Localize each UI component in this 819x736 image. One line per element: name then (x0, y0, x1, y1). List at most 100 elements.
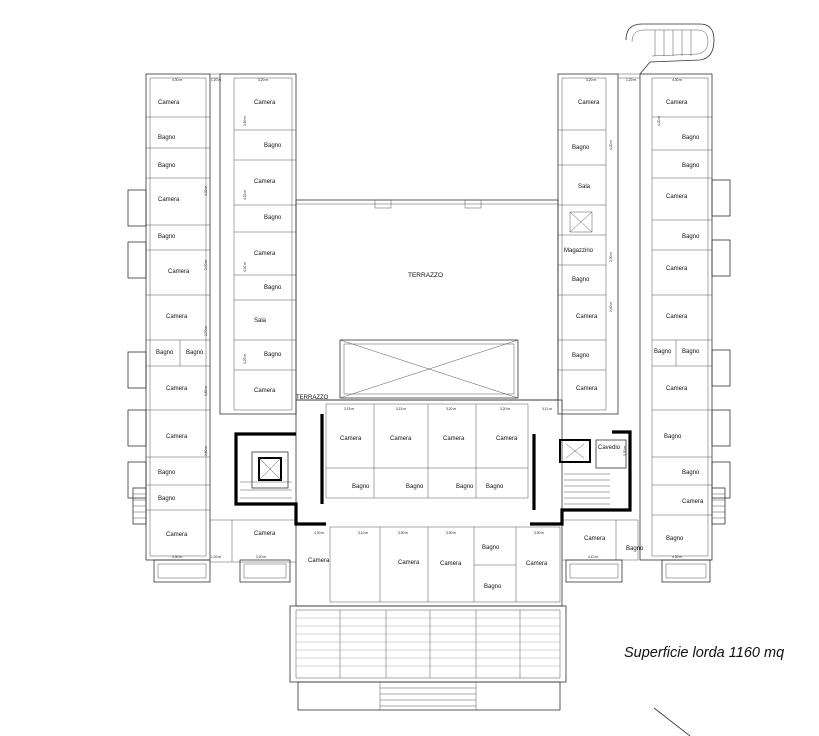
dim-label: 3,20 m (586, 78, 596, 82)
dim-label: 3,15 m (396, 407, 406, 411)
room-label: Bagno (626, 546, 644, 552)
room-label: Camera (666, 266, 688, 272)
room-label: Camera (166, 434, 188, 440)
dim-label-vertical: 4,20 m (609, 140, 613, 150)
room-label: Bagno (406, 484, 424, 490)
dim-label: 4,30 m (172, 78, 182, 82)
dim-label-vertical: 4,20 m (657, 116, 661, 126)
room-label: Bagno (158, 470, 176, 476)
dim-label: 3,11 m (542, 407, 552, 411)
dim-label-vertical: 3,60 m (204, 446, 208, 456)
room-label: Camera (168, 269, 190, 275)
room-label: Bagno (186, 350, 204, 356)
room-labels: TERRAZZO TERRAZZO Camera Bagno Bagno Cam… (156, 100, 704, 590)
dim-label-vertical: 4,20 m (243, 354, 247, 364)
room-label: Cavedio (598, 445, 621, 451)
room-label: Bagno (264, 215, 282, 221)
room-label: Camera (443, 436, 465, 442)
dim-label-vertical: 3,40 m (609, 302, 613, 312)
room-label: Bagno (482, 545, 500, 551)
room-label: Sala (578, 184, 591, 190)
left-inner-wing (210, 73, 297, 415)
room-label: Bagno (682, 349, 700, 355)
room-label: Bagno (486, 484, 504, 490)
dim-label-vertical: 4,30 m (243, 262, 247, 272)
room-label: Camera (254, 251, 276, 257)
dim-label-vertical: 3,60 m (204, 386, 208, 396)
room-label: Bagno (572, 353, 590, 359)
room-label: Bagno (484, 584, 502, 590)
room-label: Bagno (264, 143, 282, 149)
dim-label: 1,20 m (211, 555, 221, 559)
dim-label-vertical: 3,60 m (243, 116, 247, 126)
room-label: Bagno (158, 234, 176, 240)
dim-label: 3,90 m (534, 531, 544, 535)
dim-label: 4,30 m (672, 78, 682, 82)
dim-label: 4,10 m (588, 555, 598, 559)
room-label: Camera (666, 100, 688, 106)
dim-label: 3,90 m (398, 531, 408, 535)
dim-label-vertical: 3,70 m (204, 260, 208, 270)
room-label: Camera (666, 314, 688, 320)
room-label: Camera (166, 314, 188, 320)
right-outer-wing (625, 23, 731, 583)
dim-label: 1,20 m (626, 78, 636, 82)
dimension-labels: 4,30 m 1,20 m 3,20 m 3,20 m 1,20 m 4,30 … (172, 78, 682, 559)
room-label: Camera (254, 531, 276, 537)
room-label: Bagno (158, 163, 176, 169)
right-stairwell (530, 430, 632, 526)
left-stairwell (234, 414, 326, 526)
room-label: Bagno (666, 536, 684, 542)
left-outer-wing (127, 73, 211, 583)
room-label: Camera (340, 436, 362, 442)
dim-label: 4,30 m (672, 555, 682, 559)
room-label: Sala (254, 318, 267, 324)
room-label: Bagno (352, 484, 370, 490)
room-label: Camera (398, 560, 420, 566)
room-label: Camera (158, 100, 180, 106)
dim-label: 3,10 m (358, 531, 368, 535)
bottom-portico (289, 605, 567, 711)
dim-label: 3,20 m (446, 407, 456, 411)
room-label: Camera (578, 100, 600, 106)
dim-label: 1,20 m (211, 78, 221, 82)
room-label: Bagno (654, 349, 672, 355)
room-label: Bagno (572, 145, 590, 151)
room-label: Bagno (158, 135, 176, 141)
room-label: Bagno (156, 350, 174, 356)
terrace-label: TERRAZZO (408, 272, 443, 279)
room-label: Bagno (682, 470, 700, 476)
dim-label: 3,20 m (500, 407, 510, 411)
room-label: Camera (390, 436, 412, 442)
room-label: Bagno (264, 352, 282, 358)
right-inner-wing (557, 73, 640, 415)
room-label: Camera (166, 386, 188, 392)
room-label: Camera (308, 558, 330, 564)
dim-label-vertical: 3,70 m (204, 326, 208, 336)
room-label: Camera (496, 436, 518, 442)
room-label: Camera (576, 386, 598, 392)
dim-label-vertical: 4,20 m (243, 190, 247, 200)
terrace-small-label: TERRAZZO (296, 395, 329, 401)
room-label: Magazzino (564, 248, 594, 254)
room-label: Camera (158, 197, 180, 203)
room-label: Camera (666, 194, 688, 200)
room-label: Bagno (572, 277, 590, 283)
room-label: Camera (576, 314, 598, 320)
room-label: Camera (254, 388, 276, 394)
room-label: Bagno (158, 496, 176, 502)
room-label: Camera (682, 499, 704, 505)
dim-label: 3,90 m (446, 531, 456, 535)
room-label: Bagno (682, 135, 700, 141)
room-label: Camera (666, 386, 688, 392)
dim-label: 3,20 m (258, 78, 268, 82)
north-arrow-line (653, 707, 691, 736)
room-label: Bagno (264, 285, 282, 291)
room-label: Bagno (682, 163, 700, 169)
room-label: Camera (584, 536, 606, 542)
room-label: Bagno (682, 234, 700, 240)
dim-label-vertical: 4,30 m (204, 186, 208, 196)
room-label: Bagno (664, 434, 682, 440)
room-label: Bagno (456, 484, 474, 490)
